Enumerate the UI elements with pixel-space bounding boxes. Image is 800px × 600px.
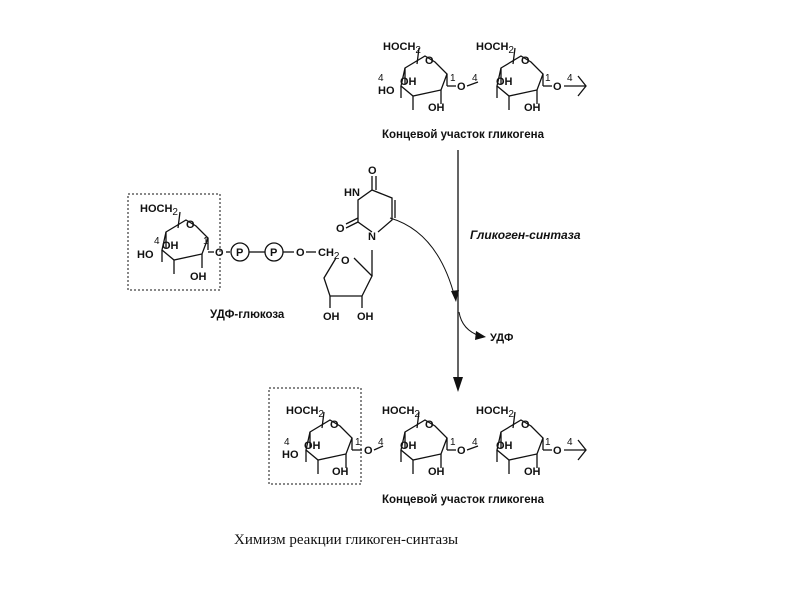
oh-label: OH xyxy=(428,102,445,114)
enzyme-label: Гликоген-синтаза xyxy=(470,228,581,242)
glycosidic-bond xyxy=(466,445,479,451)
chain-continuation xyxy=(564,75,587,97)
c1-number: 1 xyxy=(203,236,209,247)
glucose-highlight-box xyxy=(127,193,221,291)
new-glucose-highlight-box xyxy=(268,387,362,485)
c4-number: 4 xyxy=(378,73,384,84)
ring-oxygen-label: O xyxy=(330,419,339,431)
hoch2-label: HOCH2 xyxy=(383,41,421,56)
glycogen-end-label: Концевой участок гликогена xyxy=(382,129,545,141)
ring-oxygen-label: O xyxy=(425,55,434,67)
c4-number: 4 xyxy=(284,437,290,448)
carbonyl-oxygen-label: O xyxy=(336,223,345,235)
c1-number: 1 xyxy=(355,437,361,448)
bridge-oxygen-label: O xyxy=(457,445,466,457)
glycosidic-bond xyxy=(466,81,479,87)
c4-number: 4 xyxy=(567,73,573,84)
carbonyl-bond xyxy=(371,176,377,190)
oh-label: OH xyxy=(332,466,349,478)
c4-number: 4 xyxy=(472,437,478,448)
udp-glucose-label: УДФ-глюкоза xyxy=(210,309,285,321)
glycosidic-bond xyxy=(373,445,384,451)
bridge-oxygen-label: O xyxy=(296,247,305,259)
ribose-bonds xyxy=(329,250,373,308)
c4-number: 4 xyxy=(378,437,384,448)
carbonyl-oxygen-label: O xyxy=(368,165,377,177)
c1-number: 1 xyxy=(545,73,551,84)
c1-number: 1 xyxy=(450,437,456,448)
c4-number: 4 xyxy=(567,437,573,448)
chain-continuation xyxy=(564,439,587,461)
ring-oxygen-label: O xyxy=(521,55,530,67)
oh-label: OH xyxy=(400,76,417,88)
hoch2-label: HOCH2 xyxy=(286,405,324,420)
hoch2-label: HOCH2 xyxy=(140,203,178,218)
hn-label: HN xyxy=(344,187,360,199)
oh-label: OH xyxy=(400,440,417,452)
phosphate-label: P xyxy=(236,247,243,259)
phosphate-label: P xyxy=(270,247,277,259)
oh-label: OH xyxy=(524,466,541,478)
n-label: N xyxy=(368,231,376,243)
oh-label: OH xyxy=(357,311,374,323)
hoch2-label: HOCH2 xyxy=(382,405,420,420)
ch2-label: CH2 xyxy=(318,247,340,262)
uracil-ring xyxy=(357,189,393,233)
udp-glucose: HOCH2 O OH HO OH 4 1 O P P O CH2 O OH OH… xyxy=(127,165,396,323)
oh-label: OH xyxy=(190,271,207,283)
c4-number: 4 xyxy=(472,73,478,84)
ribose-oxygen-label: O xyxy=(341,255,350,267)
carbonyl-bond xyxy=(345,217,359,229)
oh-label: OH xyxy=(524,102,541,114)
ribose-ring xyxy=(323,257,373,297)
hoch2-label: HOCH2 xyxy=(476,41,514,56)
oh-label: OH xyxy=(496,76,513,88)
udp-product-label: УДФ xyxy=(490,332,513,344)
glycogen-end-bottom: HOCH2 O OH HO OH 4 1 O HOCH2 O OH OH 4 1… xyxy=(268,387,587,506)
bridge-oxygen-label: O xyxy=(457,81,466,93)
reaction-arrow xyxy=(389,150,486,392)
hoch2-label: HOCH2 xyxy=(476,405,514,420)
ring-oxygen-label: O xyxy=(186,219,195,231)
c4-number: 4 xyxy=(154,236,160,247)
ho-label: HO xyxy=(137,249,154,261)
c1-number: 1 xyxy=(545,437,551,448)
c1-number: 1 xyxy=(450,73,456,84)
oh-label: OH xyxy=(496,440,513,452)
oh-label: OH xyxy=(162,240,179,252)
ho-label: HO xyxy=(378,85,395,97)
ring-oxygen-label: O xyxy=(425,419,434,431)
glycogen-end-label: Концевой участок гликогена xyxy=(382,494,545,506)
bridge-oxygen-label: O xyxy=(553,81,562,93)
oh-label: OH xyxy=(428,466,445,478)
oh-label: OH xyxy=(304,440,321,452)
oh-label: OH xyxy=(323,311,340,323)
glycogen-end-top: HOCH2 O OH HO OH 4 1 O HOCH2 O OH OH 4 1… xyxy=(378,41,587,141)
ho-label: HO xyxy=(282,449,299,461)
bridge-oxygen-label: O xyxy=(364,445,373,457)
bridge-oxygen-label: O xyxy=(553,445,562,457)
figure-caption: Химизм реакции гликоген-синтазы xyxy=(234,532,458,548)
bridge-oxygen-label: O xyxy=(215,247,224,259)
ring-oxygen-label: O xyxy=(521,419,530,431)
